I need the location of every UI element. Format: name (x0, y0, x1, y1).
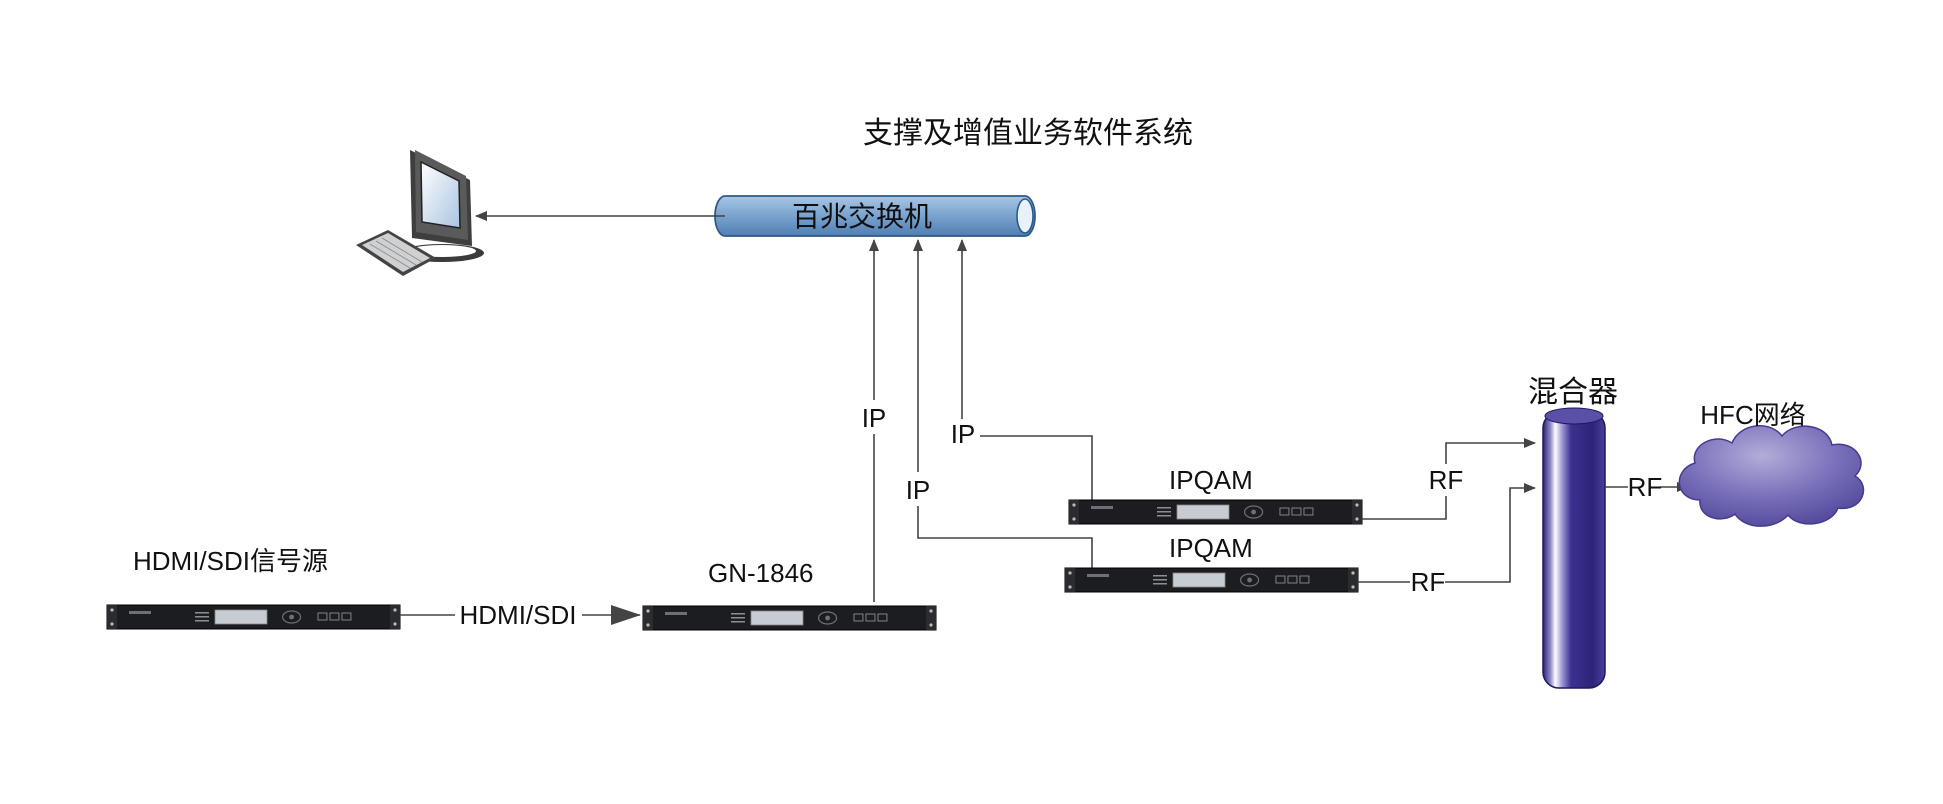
rack-screw (393, 608, 397, 612)
rack-screw (110, 608, 114, 612)
rack-screw (1351, 585, 1355, 589)
ipqam-1-label: IPQAM (1169, 465, 1253, 495)
rack-screw (646, 623, 650, 627)
rack-screw (1355, 517, 1359, 521)
rack-button (1279, 507, 1290, 516)
rack-status-line (1153, 575, 1167, 577)
rack-status-line (731, 621, 745, 623)
rack-status-line (195, 620, 209, 622)
hdmi-sdi-source-device (106, 604, 401, 630)
rack-screw (1072, 517, 1076, 521)
rack-screw (929, 609, 933, 613)
rack-screw (1072, 503, 1076, 507)
rack-status-line (1157, 511, 1171, 513)
rack-button (317, 612, 328, 621)
cloud-icon (1678, 425, 1865, 527)
rack-brand-mark (129, 611, 151, 614)
ip-line-ipqam-2 (913, 239, 1093, 568)
rack-button (341, 612, 352, 621)
computer-icon (356, 150, 484, 276)
rack-knob (1239, 573, 1260, 587)
rack-knob (1243, 505, 1264, 519)
rack-ear-left (1065, 568, 1075, 592)
rack-screw (1068, 585, 1072, 589)
rack-lcd (1176, 504, 1230, 520)
gn-1846-device (642, 605, 937, 631)
ip-label-ipqam-2: IP (906, 475, 931, 505)
ipqam-device-1 (1068, 499, 1363, 525)
rack-lcd (750, 610, 804, 626)
rack-button (1287, 575, 1298, 584)
ip-label-ipqam-1: IP (951, 419, 976, 449)
rack-button (1303, 507, 1314, 516)
hfc-network-label: HFC网络 (1700, 400, 1805, 430)
rf-label-ipqam-1: RF (1429, 465, 1464, 495)
rack-button (1275, 575, 1286, 584)
ip-line-ipqam-1 (957, 239, 1093, 500)
rack-button (865, 613, 876, 622)
rack-status-line (195, 616, 209, 618)
rack-knob-center (825, 615, 830, 621)
rack-screw (1355, 503, 1359, 507)
rack-knob-center (289, 614, 294, 620)
rack-status-line (1153, 579, 1167, 581)
rack-screw (393, 622, 397, 626)
rack-status-line (731, 613, 745, 615)
rack-ear-left (107, 605, 117, 629)
rack-knob (817, 611, 838, 625)
hdmi-sdi-label: HDMI/SDI (460, 600, 577, 630)
rack-status-line (195, 612, 209, 614)
rack-brand-mark (1087, 574, 1109, 577)
encoder-label: GN-1846 (708, 558, 814, 588)
rack-knob-center (1247, 577, 1252, 583)
rf-label-mixer: RF (1628, 472, 1663, 502)
rack-ear-left (643, 606, 653, 630)
switch-label: 百兆交换机 (792, 200, 932, 233)
rack-lcd (1172, 572, 1226, 588)
rack-status-line (731, 617, 745, 619)
rack-status-line (1157, 507, 1171, 509)
rf-line-ipqam-2-b (1445, 483, 1536, 583)
rack-status-line (1153, 583, 1167, 585)
mixer-label: 混合器 (1528, 375, 1618, 410)
rack-screw (1351, 571, 1355, 575)
mixer-device (1542, 407, 1606, 689)
rack-screw (646, 609, 650, 613)
rack-screw (1068, 571, 1072, 575)
rack-button (1299, 575, 1310, 584)
rack-button (853, 613, 864, 622)
ipqam-2-label: IPQAM (1169, 533, 1253, 563)
ip-label-encoder: IP (862, 403, 887, 433)
rack-knob (281, 610, 302, 624)
rack-brand-mark (665, 612, 687, 615)
rack-ear-left (1069, 500, 1079, 524)
rack-status-line (1157, 515, 1171, 517)
rack-brand-mark (1091, 506, 1113, 509)
rack-ear-right (1352, 500, 1362, 524)
ipqam-device-2 (1064, 567, 1359, 593)
rack-ear-right (1348, 568, 1358, 592)
rack-ear-right (926, 606, 936, 630)
rack-screw (110, 622, 114, 626)
rack-knob-center (1251, 509, 1256, 515)
switch-pipe: 百兆交换机 (714, 195, 1036, 237)
rack-lcd (214, 609, 268, 625)
rf-label-ipqam-2: RF (1411, 567, 1446, 597)
rack-button (329, 612, 340, 621)
rack-ear-right (390, 605, 400, 629)
diagram-title: 支撑及增值业务软件系统 (863, 116, 1193, 151)
rack-screw (929, 623, 933, 627)
rack-button (1291, 507, 1302, 516)
rack-button (877, 613, 888, 622)
source-label: HDMI/SDI信号源 (133, 546, 328, 576)
